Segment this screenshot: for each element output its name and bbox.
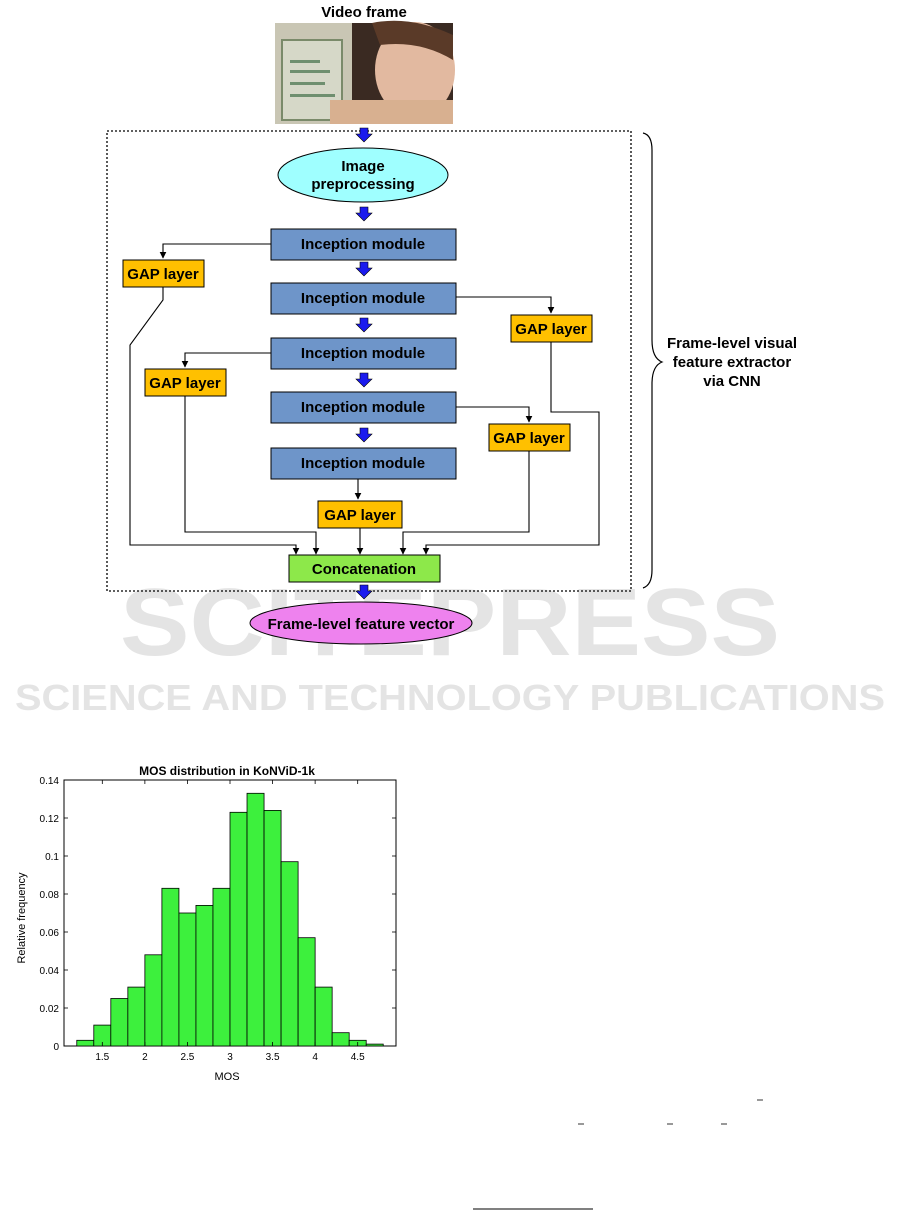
feature-vector-node <box>249 601 473 645</box>
gap-layer-1 <box>122 259 205 288</box>
video-frame-image <box>275 20 455 124</box>
feature-vector-label: Frame-level feature vector <box>268 616 455 633</box>
gap-layer-4 <box>488 423 571 452</box>
gap-layer-3 <box>144 368 227 397</box>
brace-label-line-3: via CNN <box>703 373 761 390</box>
inception-module-4 <box>270 391 457 424</box>
watermark: SCITEPRESS SCIENCE AND TECHNOLOGY PUBLIC… <box>15 569 885 718</box>
inception-module-5-label: Inception module <box>301 455 425 472</box>
connectors <box>129 243 600 555</box>
inception-module-1-label: Inception module <box>301 236 425 253</box>
gap-layer-2 <box>510 314 593 343</box>
gap-layer-2-label: GAP layer <box>515 321 587 338</box>
gap-layer-5-label: GAP layer <box>324 507 396 524</box>
concatenation-node <box>288 554 441 583</box>
inception-module-4-label: Inception module <box>301 399 425 416</box>
preprocessing-label-line-2: preprocessing <box>311 176 414 193</box>
gap-layer-3-label: GAP layer <box>149 375 221 392</box>
image-preprocessing-node <box>277 147 449 203</box>
gap-layer-1-label: GAP layer <box>127 266 199 283</box>
video-frame-label: Video frame <box>321 4 407 21</box>
brace-label-line-1: Frame-level visual <box>667 335 797 352</box>
gap-layer-4-label: GAP layer <box>493 430 565 447</box>
gap-layer-5 <box>317 500 403 529</box>
preprocessing-label-line-1: Image <box>341 158 384 175</box>
flow-arrows <box>355 127 373 600</box>
inception-module-1 <box>270 228 457 261</box>
watermark-tagline: SCIENCE AND TECHNOLOGY PUBLICATIONS <box>15 677 885 718</box>
inception-module-3 <box>270 337 457 370</box>
inception-module-2 <box>270 282 457 315</box>
brace-label-line-2: feature extractor <box>673 354 792 371</box>
inception-module-3-label: Inception module <box>301 345 425 362</box>
inception-module-5 <box>270 447 457 480</box>
concatenation-label: Concatenation <box>312 561 416 578</box>
inception-module-2-label: Inception module <box>301 290 425 307</box>
brace <box>642 132 664 589</box>
